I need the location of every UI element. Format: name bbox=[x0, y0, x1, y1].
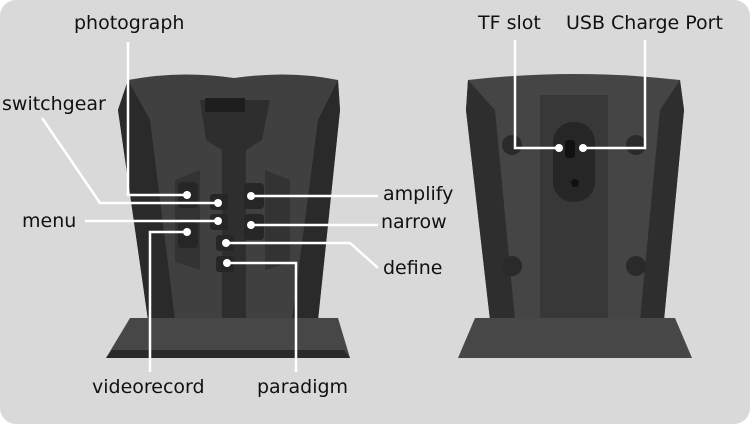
label-videorecord: videorecord bbox=[92, 376, 205, 398]
label-define: define bbox=[383, 257, 443, 279]
label-switchgear: switchgear bbox=[2, 93, 106, 115]
label-paradigm: paradigm bbox=[257, 376, 349, 398]
label-narrow: narrow bbox=[381, 211, 447, 233]
callout-lines bbox=[40, 40, 647, 372]
label-usb-charge-port: USB Charge Port bbox=[566, 12, 723, 34]
label-amplify: amplify bbox=[383, 183, 454, 205]
front-view-device bbox=[106, 74, 350, 358]
back-view-device bbox=[458, 74, 692, 358]
label-photograph: photograph bbox=[74, 12, 185, 34]
label-tf-slot: TF slot bbox=[478, 12, 541, 34]
callout-dots bbox=[183, 144, 587, 267]
label-menu: menu bbox=[22, 210, 77, 232]
